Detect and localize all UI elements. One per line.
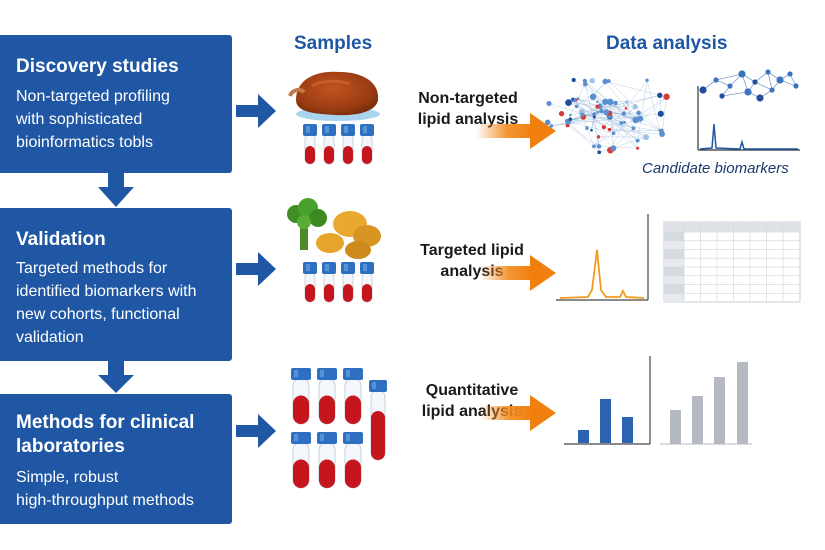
stage-box-validation: Validation Targeted methods for identifi… (0, 208, 232, 361)
blood-tube-icon (303, 262, 317, 303)
stage-box-discovery: Discovery studies Non-targeted profiling… (0, 35, 232, 173)
stage-title-validation: Validation (16, 229, 106, 250)
spectrum-panel (697, 86, 800, 151)
stage-body-discovery-line2: with sophisticated (16, 111, 143, 128)
stage-body-discovery-line3: bioinformatics tobls (16, 134, 153, 151)
label-non-targeted-line2: lipid analysis (417, 111, 519, 128)
blood-tube-icon (343, 432, 363, 489)
header-samples: Samples (294, 33, 373, 54)
label-quantitative-line1: Quantitative (425, 382, 519, 399)
quant-bar-chart-gray (660, 362, 752, 445)
blood-tube-icon (317, 368, 337, 425)
tubes-row-2 (303, 262, 374, 303)
blood-tube-icon (360, 262, 374, 303)
candidate-network-icon (699, 69, 799, 102)
quant-bar-chart-blue (564, 356, 651, 445)
tubes-row-1 (303, 124, 374, 165)
blood-tube-icon (303, 124, 317, 165)
stage-body-validation-line3: new cohorts, functional (16, 306, 180, 323)
stage-body-discovery-line1: Non-targeted profiling (16, 88, 170, 105)
blood-tube-icon (322, 262, 336, 303)
blood-tube-icon (341, 262, 355, 303)
label-targeted-line1: Targeted lipid (420, 242, 524, 259)
stage-body-validation-line1: Targeted methods for (16, 260, 168, 277)
stage-title-clinical-line1: Methods for clinical (16, 412, 195, 433)
blood-tube-icon (322, 124, 336, 165)
blood-tube-icon (317, 432, 337, 489)
blood-tube-icon (343, 368, 363, 425)
orange-arrow-3 (480, 395, 556, 431)
orange-arrow-2 (480, 255, 556, 291)
blood-tube-icon (291, 368, 311, 425)
stage-box-clinical: Methods for clinical laboratories Simple… (0, 394, 232, 524)
data-table-icon (663, 221, 801, 303)
right-arrow-1 (236, 94, 276, 128)
label-non-targeted: Non-targeted lipid analysis (408, 88, 528, 130)
candidate-biomarkers-label: Candidate biomarkers (642, 160, 789, 177)
stage-body-validation-line2: identified biomarkers with (16, 283, 197, 300)
meat-sample-icon (288, 71, 380, 121)
stage-body-clinical-line2: high-throughput methods (16, 492, 194, 509)
vegetable-sample-icon (287, 198, 381, 259)
orange-arrow-1 (476, 113, 556, 149)
blood-tube-icon (360, 124, 374, 165)
stage-body-clinical-line1: Simple, robust (16, 469, 119, 486)
down-arrow-1 (98, 173, 134, 207)
right-arrow-3 (236, 414, 276, 448)
blood-tube-icon (291, 432, 311, 489)
blood-tube-icon (341, 124, 355, 165)
down-arrow-2 (98, 361, 134, 393)
header-data-analysis: Data analysis (606, 33, 728, 54)
blood-tube-icon (369, 380, 387, 461)
stage-title-clinical-line2: laboratories (16, 436, 125, 457)
label-non-targeted-line1: Non-targeted (418, 90, 518, 107)
stage-body-validation-line4: validation (16, 329, 84, 346)
network-graph-icon (544, 77, 670, 155)
right-arrow-2 (236, 252, 276, 286)
chromatogram-panel (556, 214, 649, 301)
tubes-row-3 (291, 368, 387, 489)
stage-title-discovery: Discovery studies (16, 56, 179, 77)
